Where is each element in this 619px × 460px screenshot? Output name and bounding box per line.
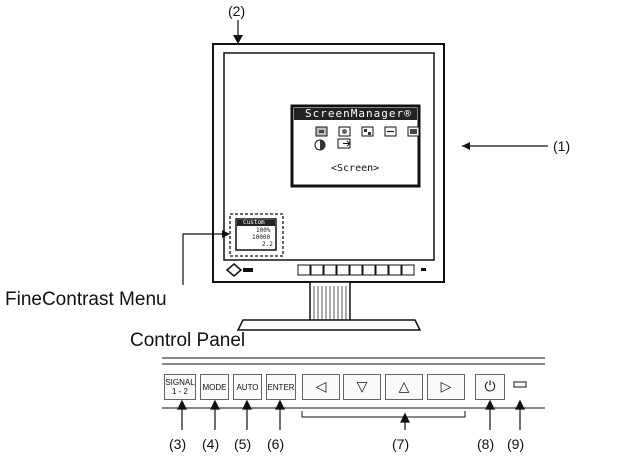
callout-3-label: (3) bbox=[169, 436, 187, 452]
osd-icon-screen bbox=[315, 126, 328, 137]
power-button[interactable]: ⏻ bbox=[475, 374, 505, 400]
finecontrast-temperature: 10000 bbox=[252, 234, 271, 241]
callout-3-arrowhead bbox=[177, 399, 187, 410]
osd-icon-language bbox=[407, 126, 420, 137]
callout-4-label: (4) bbox=[202, 436, 220, 452]
osd-icon-fine-contrast bbox=[314, 139, 326, 151]
finecontrast-brightness: 100% bbox=[256, 227, 271, 234]
finecontrast-highlight-box bbox=[229, 213, 284, 257]
callout-1-label: (1) bbox=[553, 138, 571, 154]
screenmanager-titlebar bbox=[294, 108, 417, 120]
auto-button[interactable]: AUTO bbox=[233, 374, 262, 400]
screenmanager-title: ScreenManager® bbox=[305, 107, 412, 120]
right-arrow-button[interactable]: ▷ bbox=[427, 374, 465, 400]
callout-7-label: (7) bbox=[392, 436, 410, 452]
callout-7-arrowhead bbox=[400, 412, 410, 423]
callout-8-arrowhead bbox=[485, 399, 495, 410]
callout-6-arrowhead bbox=[275, 399, 285, 410]
monitor-stand-base bbox=[236, 319, 422, 331]
osd-icon-others bbox=[361, 126, 374, 137]
eizo-logo-icon bbox=[225, 263, 253, 277]
power-indicator-icon bbox=[513, 381, 527, 388]
signal-button-label: SIGNAL bbox=[165, 378, 195, 387]
callout-1-arrowhead bbox=[462, 142, 470, 150]
screenmanager-selection: <Screen> bbox=[331, 163, 380, 174]
signal-button-sublabel: 1 - 2 bbox=[171, 387, 188, 396]
down-arrow-button[interactable]: ▽ bbox=[343, 374, 381, 400]
left-arrow-button[interactable]: ◁ bbox=[302, 374, 340, 400]
osd-icon-exit bbox=[337, 138, 351, 149]
finecontrast-leader-line bbox=[182, 233, 224, 285]
callout-4-arrowhead bbox=[210, 399, 220, 410]
up-arrow-button[interactable]: △ bbox=[385, 374, 423, 400]
arrow-keys-bracket bbox=[301, 411, 466, 418]
mode-button[interactable]: MODE bbox=[200, 374, 229, 400]
callout-2-label: (2) bbox=[228, 3, 246, 19]
control-panel-label: Control Panel bbox=[130, 330, 246, 351]
finecontrast-gamma: 2.2 bbox=[262, 241, 273, 248]
finecontrast-menu-label: FineContrast Menu bbox=[5, 289, 167, 310]
signal-button[interactable]: SIGNAL 1 - 2 bbox=[164, 374, 196, 400]
front-button-strip bbox=[297, 264, 426, 276]
osd-icon-information bbox=[384, 126, 397, 137]
callout-6-label: (6) bbox=[267, 436, 285, 452]
callout-5-label: (5) bbox=[234, 436, 252, 452]
stand-vents bbox=[313, 286, 347, 320]
callout-2-arrowhead bbox=[233, 35, 243, 44]
finecontrast-menu-titlebar bbox=[237, 220, 275, 226]
osd-icon-color bbox=[338, 126, 351, 137]
callout-8-label: (8) bbox=[477, 436, 495, 452]
enter-button[interactable]: ENTER bbox=[266, 374, 296, 400]
finecontrast-leader-arrowhead bbox=[222, 230, 230, 238]
power-icon: ⏻ bbox=[484, 378, 496, 395]
callout-9-arrowhead bbox=[515, 399, 525, 410]
callout-9-label: (9) bbox=[507, 436, 525, 452]
finecontrast-mode: Custom bbox=[243, 219, 265, 226]
callout-5-arrowhead bbox=[242, 399, 252, 410]
